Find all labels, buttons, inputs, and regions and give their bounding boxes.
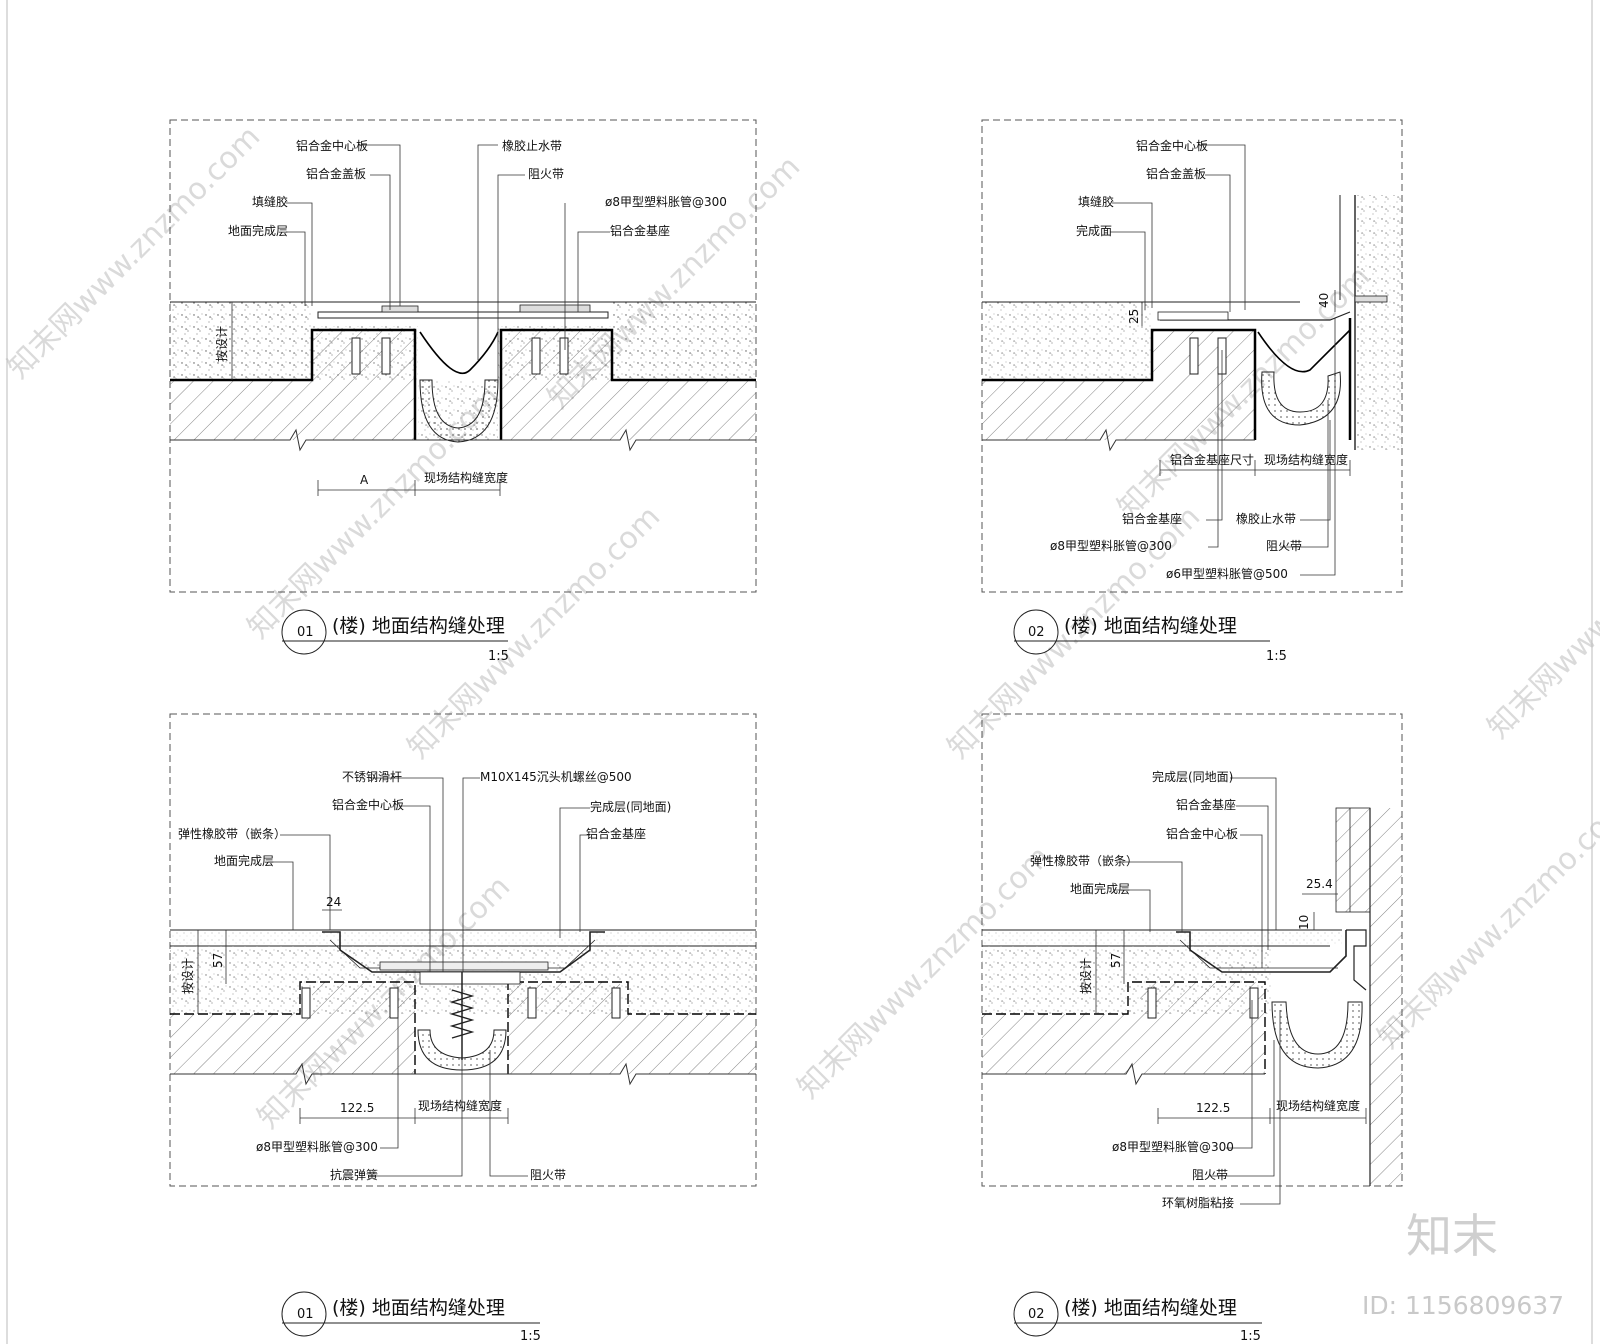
brand-logo: 知末 (1406, 1209, 1498, 1263)
detail-title: (楼) 地面结构缝处理 (332, 1297, 505, 1319)
watermark-text: 知末网www.znzmo.com (1481, 479, 1600, 745)
callout-label: 地面完成层 (214, 853, 274, 868)
detail-number: 02 (1028, 1307, 1045, 1322)
detail-scale: 1:5 (520, 1329, 541, 1344)
callout-label: ø8甲型塑料胀管@300 (1112, 1139, 1234, 1154)
dimension-label: 40 (1317, 293, 1331, 308)
callout-label: 完成层(同地面) (590, 799, 671, 814)
callout-label: 铝合金基座 (610, 223, 670, 238)
dimension-label: 25 (1127, 309, 1141, 324)
detail-4: 完成层(同地面) 铝合金基座 铝合金中心板 弹性橡胶带（嵌条） 地面完成层 ø8… (981, 713, 1403, 1344)
callout-label: M10X145沉头机螺丝@500 (480, 770, 632, 784)
callout-label: 填缝胶 (1078, 194, 1114, 209)
dimension-label: 按设计 (181, 958, 195, 994)
dimension-label: A (360, 473, 369, 487)
detail-number: 01 (297, 1307, 314, 1322)
callout-label: 地面完成层 (228, 223, 288, 238)
dimension-label: 现场结构缝宽度 (424, 470, 508, 485)
callout-label: 抗震弹簧 (330, 1167, 378, 1182)
dimension-label: 122.5 (340, 1101, 374, 1115)
callout-label: 铝合金盖板 (1146, 166, 1206, 181)
callout-label: 铝合金中心板 (1136, 138, 1208, 153)
callout-label: 阻火带 (528, 167, 564, 181)
detail-3: 不锈钢滑杆 M10X145沉头机螺丝@500 铝合金中心板 完成层(同地面) 弹… (169, 713, 757, 1344)
callout-label: 橡胶止水带 (1236, 511, 1296, 526)
detail-number: 01 (297, 625, 314, 640)
detail-1: 铝合金中心板 铝合金盖板 填缝胶 地面完成层 橡胶止水带 阻火带 ø8甲型塑料胀… (169, 119, 757, 664)
callout-label: ø8甲型塑料胀管@300 (605, 194, 727, 209)
dimension-label: 10 (1297, 915, 1311, 930)
callout-label: 弹性橡胶带（嵌条） (178, 826, 286, 841)
dimension-label: 现场结构缝宽度 (1276, 1098, 1360, 1113)
dimension-label: 25.4 (1306, 877, 1333, 891)
callout-label: 不锈钢滑杆 (342, 770, 402, 784)
callout-label: ø8甲型塑料胀管@300 (256, 1139, 378, 1154)
dimension-label: 24 (326, 895, 341, 909)
dimension-label: 按设计 (1079, 958, 1093, 994)
detail-scale: 1:5 (1266, 649, 1287, 664)
dimension-label: 57 (211, 953, 225, 968)
detail-title: (楼) 地面结构缝处理 (1064, 1297, 1237, 1319)
dimension-label: 122.5 (1196, 1101, 1230, 1115)
dimension-label: 按设计 (215, 326, 229, 362)
callout-label: 地面完成层 (1070, 881, 1130, 896)
detail-number: 02 (1028, 625, 1045, 640)
dimension-label: 现场结构缝宽度 (418, 1098, 502, 1113)
detail-scale: 1:5 (488, 649, 509, 664)
callout-label: 铝合金基座 (1122, 511, 1182, 526)
callout-label: 完成层(同地面) (1152, 769, 1233, 784)
dimension-label: 现场结构缝宽度 (1264, 452, 1348, 467)
callout-label: 阻火带 (1192, 1168, 1228, 1182)
detail-title: (楼) 地面结构缝处理 (1064, 615, 1237, 637)
callout-label: 铝合金中心板 (296, 138, 368, 153)
callout-label: 阻火带 (530, 1168, 566, 1182)
callout-label: ø6甲型塑料胀管@500 (1166, 566, 1288, 581)
image-id: ID: 1156809637 (1362, 1291, 1564, 1320)
dimension-label: 铝合金基座尺寸 (1170, 452, 1254, 467)
callout-label: 阻火带 (1266, 539, 1302, 553)
detail-2: 铝合金中心板 铝合金盖板 填缝胶 完成面 铝合金基座 ø8甲型塑料胀管@300 … (981, 119, 1403, 664)
callout-label: 橡胶止水带 (502, 138, 562, 153)
callout-label: 铝合金盖板 (306, 166, 366, 181)
callout-label: 铝合金中心板 (1166, 826, 1238, 841)
callout-label: ø8甲型塑料胀管@300 (1050, 538, 1172, 553)
detail-scale: 1:5 (1240, 1329, 1261, 1344)
callout-label: 完成面 (1076, 223, 1112, 238)
callout-label: 铝合金基座 (1176, 797, 1236, 812)
watermark-text: 知末网www.znzmo.com (1371, 789, 1600, 1055)
callout-label: 铝合金基座 (586, 826, 646, 841)
callout-label: 弹性橡胶带（嵌条） (1030, 853, 1138, 868)
callout-label: 铝合金中心板 (332, 797, 404, 812)
dimension-label: 57 (1109, 953, 1123, 968)
callout-label: 填缝胶 (252, 194, 288, 209)
callout-label: 环氧树脂粘接 (1162, 1195, 1234, 1210)
detail-title: (楼) 地面结构缝处理 (332, 615, 505, 637)
